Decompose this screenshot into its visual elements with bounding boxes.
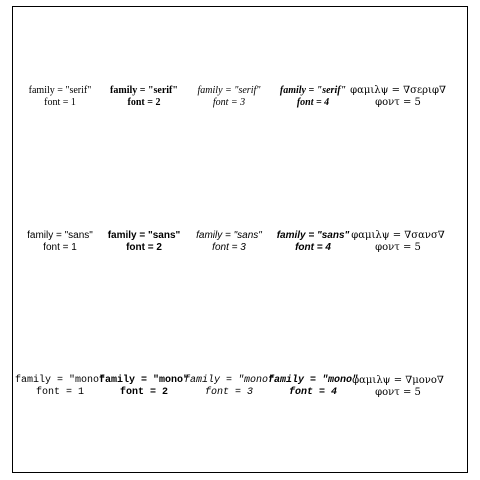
- label-font: font = 3: [212, 97, 246, 108]
- sans-font-3-label: family = "sans" font = 3: [174, 230, 284, 254]
- sans-font-1-label: family = "sans" font = 1: [5, 230, 115, 254]
- label-family: family = "sans": [196, 230, 262, 241]
- sans-font-4-label: family = "sans" font = 4: [258, 230, 368, 254]
- label-family: family = "serif": [28, 85, 92, 96]
- label-family: family = "mono": [267, 375, 358, 386]
- label-font: font = 4: [295, 242, 331, 253]
- serif-font-3-label: family = "serif" font = 3: [174, 85, 284, 109]
- label-family: family = "serif": [279, 85, 347, 96]
- label-font: font = 1: [43, 242, 77, 253]
- label-family: family = "mono": [183, 375, 274, 386]
- serif-font-2-label: family = "serif" font = 2: [89, 85, 199, 109]
- label-font: φοντ = 5: [375, 242, 421, 253]
- label-font: font = 3: [204, 387, 253, 398]
- label-font: font = 1: [35, 387, 84, 398]
- label-font: font = 3: [212, 242, 246, 253]
- serif-font-4-label: family = "serif" font = 4: [258, 85, 368, 109]
- label-family: family = "sans": [276, 230, 350, 241]
- symbol-font-5-label: φαμιλψ = ∇σανσ∇ φοντ = 5: [343, 230, 453, 254]
- label-font: font = 1: [44, 97, 76, 108]
- label-font: font = 2: [127, 97, 161, 108]
- plot-frame: [12, 6, 468, 473]
- symbol-font-5-label: φαμιλψ = ∇μονο∇ φοντ = 5: [343, 375, 453, 399]
- label-family: family = "serif": [110, 85, 178, 96]
- label-font: font = 4: [296, 97, 330, 108]
- label-family: φαμιλψ = ∇σανσ∇: [351, 230, 445, 241]
- sans-font-2-label: family = "sans" font = 2: [89, 230, 199, 254]
- mono-font-3-label: family = "mono" font = 3: [174, 375, 284, 399]
- label-font: font = 4: [288, 387, 337, 398]
- symbol-font-5-label: φαμιλψ = ∇σεριφ∇ φοντ = 5: [343, 85, 453, 109]
- label-family: family = "serif": [197, 85, 261, 96]
- label-family: family = "sans": [27, 230, 93, 241]
- label-family: φαμιλψ = ∇σεριφ∇: [350, 85, 446, 96]
- mono-font-4-label: family = "mono" font = 4: [258, 375, 368, 399]
- mono-font-2-label: family = "mono" font = 2: [89, 375, 199, 399]
- label-family: family = "mono": [98, 375, 189, 386]
- mono-font-1-label: family = "mono" font = 1: [5, 375, 115, 399]
- label-family: φαμιλψ = ∇μονο∇: [352, 375, 444, 386]
- label-family: family = "mono": [14, 375, 105, 386]
- label-font: font = 2: [119, 387, 168, 398]
- label-font: φοντ = 5: [375, 97, 421, 108]
- label-font: font = 2: [126, 242, 162, 253]
- label-family: family = "sans": [107, 230, 181, 241]
- label-font: φοντ = 5: [375, 387, 421, 398]
- serif-font-1-label: family = "serif" font = 1: [5, 85, 115, 109]
